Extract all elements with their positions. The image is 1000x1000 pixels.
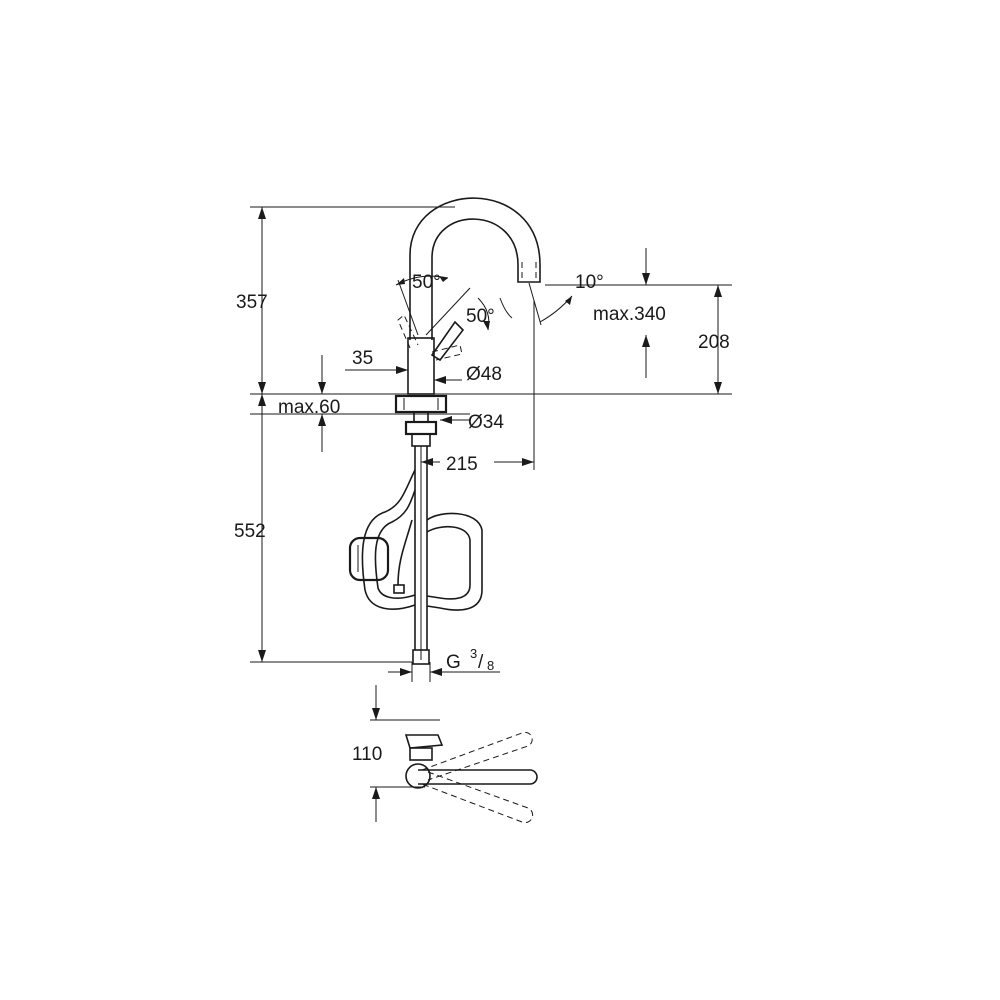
angle-guides bbox=[395, 275, 573, 336]
faucet-body bbox=[397, 314, 465, 395]
dimension-208-label: 208 bbox=[698, 332, 730, 353]
dimension-max340: max.340 bbox=[593, 248, 666, 378]
deck-line bbox=[250, 393, 732, 415]
angle-10-label: 10° bbox=[575, 272, 604, 293]
thread-numerator-label: 3 bbox=[470, 646, 477, 661]
dimension-35-label: 35 bbox=[352, 348, 373, 369]
faucet-front-view bbox=[250, 197, 732, 665]
dimension-215-label: 215 bbox=[446, 454, 478, 475]
dimension-d48-label: Ø48 bbox=[466, 364, 502, 385]
angle-50-side-label: 50° bbox=[466, 306, 495, 327]
dimension-208: 208 bbox=[545, 284, 732, 394]
mounting-hardware bbox=[394, 394, 448, 447]
dimension-552: 552 bbox=[234, 394, 412, 663]
thread-denominator-label: 8 bbox=[487, 658, 494, 673]
dimension-d34: Ø34 bbox=[440, 412, 504, 433]
dimension-d48: Ø48 bbox=[434, 364, 502, 385]
dimension-d34-label: Ø34 bbox=[468, 412, 504, 433]
angle-labels: 50° 50° 10° bbox=[412, 272, 604, 327]
dimension-357-label: 357 bbox=[236, 292, 268, 313]
dimension-215: 215 bbox=[421, 300, 535, 475]
dimension-max340-label: max.340 bbox=[593, 304, 666, 325]
spout bbox=[409, 197, 541, 340]
supply-hoses bbox=[348, 446, 483, 665]
thread-slash-label: / bbox=[478, 652, 484, 673]
dimension-35: 35 bbox=[345, 348, 408, 374]
thread-prefix-label: G bbox=[446, 652, 461, 673]
dimension-552-label: 552 bbox=[234, 521, 266, 542]
dimension-110-label: 110 bbox=[352, 744, 382, 765]
dimension-max60: max.60 bbox=[278, 355, 340, 452]
dimension-thread: G 3 / 8 bbox=[388, 646, 500, 682]
dimension-max60-label: max.60 bbox=[278, 397, 340, 418]
angle-50-top-label: 50° bbox=[412, 272, 441, 293]
faucet-top-view: 110 bbox=[352, 685, 538, 824]
dimension-357: 357 bbox=[236, 206, 455, 394]
